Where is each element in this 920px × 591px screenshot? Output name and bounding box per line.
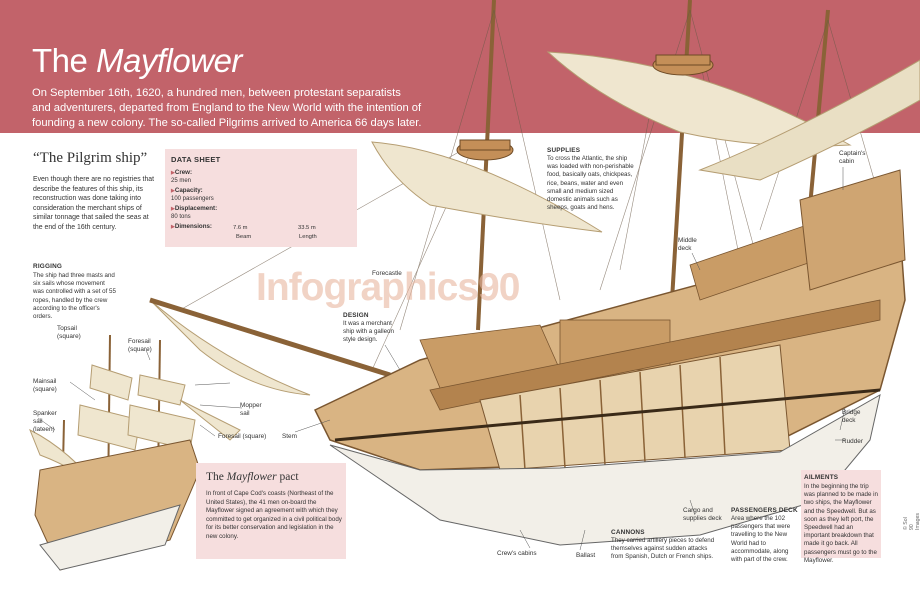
supplies-title: SUPPLIES [547,147,581,154]
beam-label: Beam [236,234,252,240]
intro-text: On September 16th, 1620, a hundred men, … [32,87,422,129]
data-sheet-panel: DATA SHEET Crew:25 men Capacity:100 pass… [165,149,357,247]
page-title: The Mayflower [32,42,242,79]
label-spanker: Spanker sail (lateen) [33,410,57,433]
leader-lines [37,167,846,551]
design-title: DESIGN [343,312,369,319]
copyright: © Sol 90 Images [903,512,920,530]
stern-castle [799,169,906,291]
data-sheet-title: DATA SHEET [171,155,221,164]
label-mopper: Mopper sail [240,402,262,417]
label-foresail-top: Foresail (square) [128,338,152,353]
label-cargo: Cargo and supplies deck [683,507,722,522]
hull-lower [329,394,881,546]
pact-title: The Mayflower pact [206,471,299,483]
data-sheet-crew: Crew:25 men [171,169,192,185]
pilgrim-heading: “The Pilgrim ship” [33,150,148,166]
label-mainsail: Mainsail (square) [33,378,57,393]
label-captains-cabin: Captain's cabin [839,150,866,165]
label-crews-cabins: Crew's cabins [497,550,537,557]
passengers-text: Area where the 102 passengers that were … [731,515,791,564]
watermark: Infographics90 [256,266,520,309]
data-sheet-displacement: Displacement:80 tons [171,205,217,221]
cannons-title: CANNONS [611,529,645,536]
data-sheet-dimensions: Dimensions: [171,223,212,232]
small-ship [29,334,241,571]
pilgrim-text: Even though there are no registries that… [33,176,155,231]
label-ballast: Ballast [576,552,596,559]
ailments-text: In the beginning the trip was planned to… [804,483,878,564]
label-forecastle: Forecastle [372,270,402,277]
label-bridge-deck: Bridge deck [842,409,861,424]
label-rudder: Rudder [842,438,863,445]
label-topsail: Topsail (square) [57,325,81,340]
data-sheet-capacity: Capacity:100 passengers [171,187,214,203]
label-foresail-bottom: Foresail (square) [218,433,267,440]
crows-nests [456,54,714,161]
ailments-title: AILMENTS [804,474,839,481]
cannons-text: They carried artillery pieces to defend … [611,537,715,561]
bowsprit [149,297,391,378]
supplies-text: To cross the Atlantic, the ship was load… [547,155,634,212]
beam-value: 7.6 m [233,225,248,231]
interior-frames [519,356,726,471]
ailments-panel: AILMENTS In the beginning the trip was p… [801,470,881,564]
pact-panel: The Mayflower pact In front of Cape Cod'… [196,463,346,559]
label-middle-deck: Middle deck [678,237,697,252]
main-sails [149,51,920,396]
length-value: 33.5 m [298,225,316,231]
rigging-title: RIGGING [33,263,63,270]
pact-text: In front of Cape Cod's coasts (Northeast… [206,490,342,540]
passengers-title: PASSENGERS DECK [731,507,798,514]
rigging-text: The ship had three masts and six sails w… [33,272,116,321]
length-label: Length [299,234,317,240]
label-stem: Stem [282,433,297,440]
design-text: It was a merchant ship with a galleon st… [343,320,394,344]
